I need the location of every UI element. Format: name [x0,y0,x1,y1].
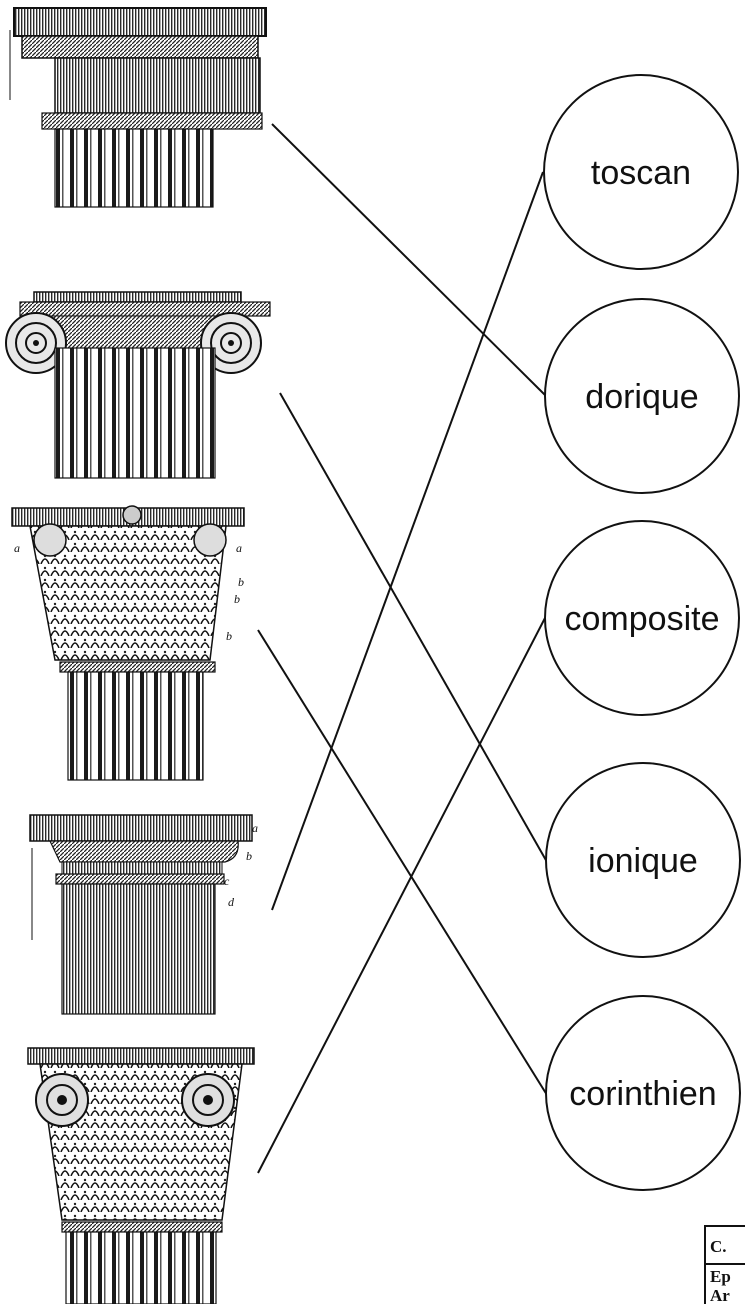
column-corinthian-illustration: a a b b b [12,506,244,780]
bubble-toscan[interactable]: toscan [544,75,738,269]
letter-a: a [252,821,258,835]
match-line-composite-to-composite [258,618,545,1173]
bubble-ionique[interactable]: ionique [546,763,740,957]
letter-a-right: a [236,541,242,555]
match-line-tuscan-to-toscan [272,172,543,910]
letter-c: c [224,874,230,888]
letter-b-lower: b [226,629,232,643]
footer-row-3: Ar [710,1286,730,1304]
footer-row-2: Ep [710,1267,731,1286]
footer-info-box: C. Ep Ar [705,1226,745,1304]
bubble-corinthien[interactable]: corinthien [546,996,740,1190]
letter-d: d [228,895,235,909]
column-composite-illustration [28,1048,254,1304]
letter-b-upper: b [238,575,244,589]
letter-b: b [246,849,252,863]
composite-volute-left [36,1074,88,1126]
bubble-label-corinthien: corinthien [569,1075,716,1113]
letter-b-middle: b [234,592,240,606]
bubble-label-composite: composite [565,600,720,638]
column-ionic-illustration [6,292,270,478]
bubble-dorique[interactable]: dorique [545,299,739,493]
match-line-doric-to-dorique [272,124,545,395]
match-lines [258,124,547,1173]
footer-row-1: C. [710,1237,727,1256]
letter-a-left: a [14,541,20,555]
bubble-label-dorique: dorique [585,378,698,416]
column-tuscan-illustration: a b c d [30,815,258,1014]
bubble-label-toscan: toscan [591,154,691,192]
match-line-ionic-to-ionique [280,393,547,862]
column-doric-illustration [10,8,266,207]
bubble-label-ionique: ionique [588,842,698,880]
composite-volute-right [182,1074,234,1126]
bubble-composite[interactable]: composite [545,521,739,715]
